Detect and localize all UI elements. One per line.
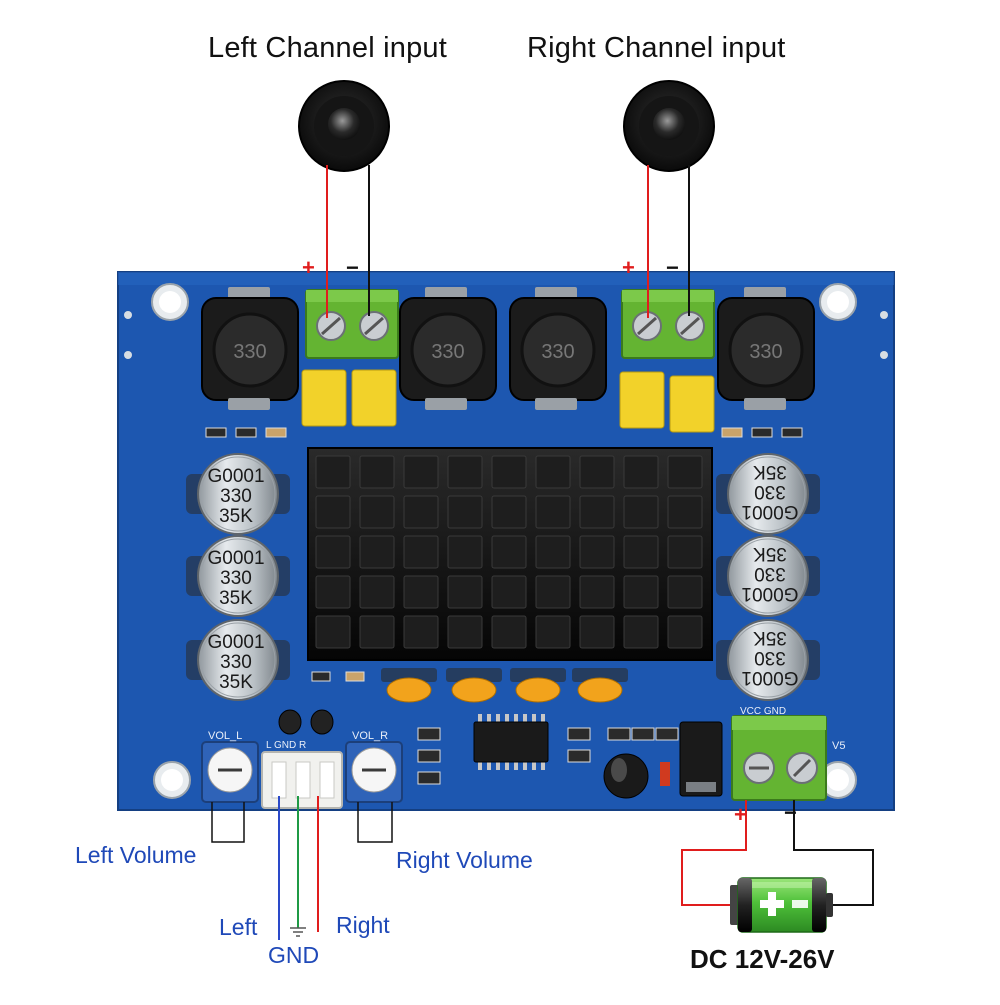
left-minus-sign: − (346, 255, 359, 280)
vol-r-silkscreen: VOL_R (352, 730, 389, 742)
dc-voltage-label: DC 12V-26V (690, 944, 835, 974)
capacitor-marking: 35K (219, 672, 253, 693)
right-output-terminal (621, 289, 715, 359)
v5-silkscreen: V5 (832, 740, 846, 752)
capacitor-marking: 330 (754, 647, 786, 668)
right-speaker (623, 80, 715, 172)
capacitor-marking: G0001 (741, 583, 798, 604)
capacitor-marking: 35K (753, 543, 787, 564)
capacitor-marking: 35K (219, 506, 253, 527)
capacitor-marking: G0001 (207, 466, 264, 487)
smd-components (205, 427, 803, 682)
pot-callout-lines (211, 802, 393, 843)
vcc-gnd-silkscreen: VCC GND (740, 706, 787, 717)
power-wires (681, 800, 874, 906)
left-speaker (298, 80, 390, 172)
inductor-l3: 330 (509, 287, 607, 410)
input-header-connector (261, 751, 343, 809)
inductors: 330 330 330 330 (201, 287, 815, 410)
mounting-holes (124, 283, 888, 799)
power-plus-sign: + (734, 802, 747, 827)
ic-chip (473, 714, 549, 770)
right-volume-label: Right Volume (396, 847, 533, 873)
inductor-marking: 330 (541, 341, 574, 363)
header-silkscreen: L GND R (266, 740, 307, 751)
capacitor-marking: 330 (220, 568, 252, 589)
gnd-input-label: GND (268, 942, 320, 968)
battery-icon (730, 877, 833, 933)
inductor-l1: 330 (201, 287, 299, 410)
capacitor-marking: 35K (753, 627, 787, 648)
power-terminal (731, 715, 827, 801)
capacitor-marking: G0001 (207, 548, 264, 569)
capacitor-marking: 35K (753, 461, 787, 482)
power-minus-sign: − (784, 800, 797, 825)
right-volume-pot (345, 741, 403, 803)
electrolytic-capacitors: G000133035KG000133035KG000133035KG000133… (186, 453, 820, 701)
speaker-wires (326, 165, 690, 318)
capacitor-marking: 35K (219, 588, 253, 609)
right-plus-sign: + (622, 255, 635, 280)
inductor-l2: 330 (399, 287, 497, 410)
right-minus-sign: − (666, 255, 679, 280)
inductor-marking: 330 (749, 341, 782, 363)
left-volume-label: Left Volume (75, 842, 197, 868)
capacitor-marking: 330 (220, 486, 252, 507)
left-plus-sign: + (302, 255, 315, 280)
capacitor-marking: G0001 (207, 632, 264, 653)
left-input-label: Left (219, 914, 258, 940)
left-volume-pot (201, 741, 259, 803)
capacitor-marking: 330 (220, 652, 252, 673)
capacitor-marking: G0001 (741, 501, 798, 522)
right-channel-label: Right Channel input (527, 32, 786, 64)
inductor-l4: 330 (717, 287, 815, 410)
capacitor-marking: 330 (754, 563, 786, 584)
input-wires (278, 796, 319, 940)
capacitor-marking: G0001 (741, 667, 798, 688)
capacitor-marking: 330 (754, 481, 786, 502)
ceramic-capacitors (381, 668, 628, 703)
vol-l-silkscreen: VOL_L (208, 730, 243, 742)
right-input-label: Right (336, 912, 390, 938)
film-capacitors (301, 369, 715, 433)
left-channel-label: Left Channel input (208, 32, 447, 64)
heatsink (307, 447, 713, 661)
bottom-components (278, 709, 723, 799)
inductor-marking: 330 (233, 341, 266, 363)
inductor-marking: 330 (431, 341, 464, 363)
left-output-terminal (305, 289, 399, 359)
